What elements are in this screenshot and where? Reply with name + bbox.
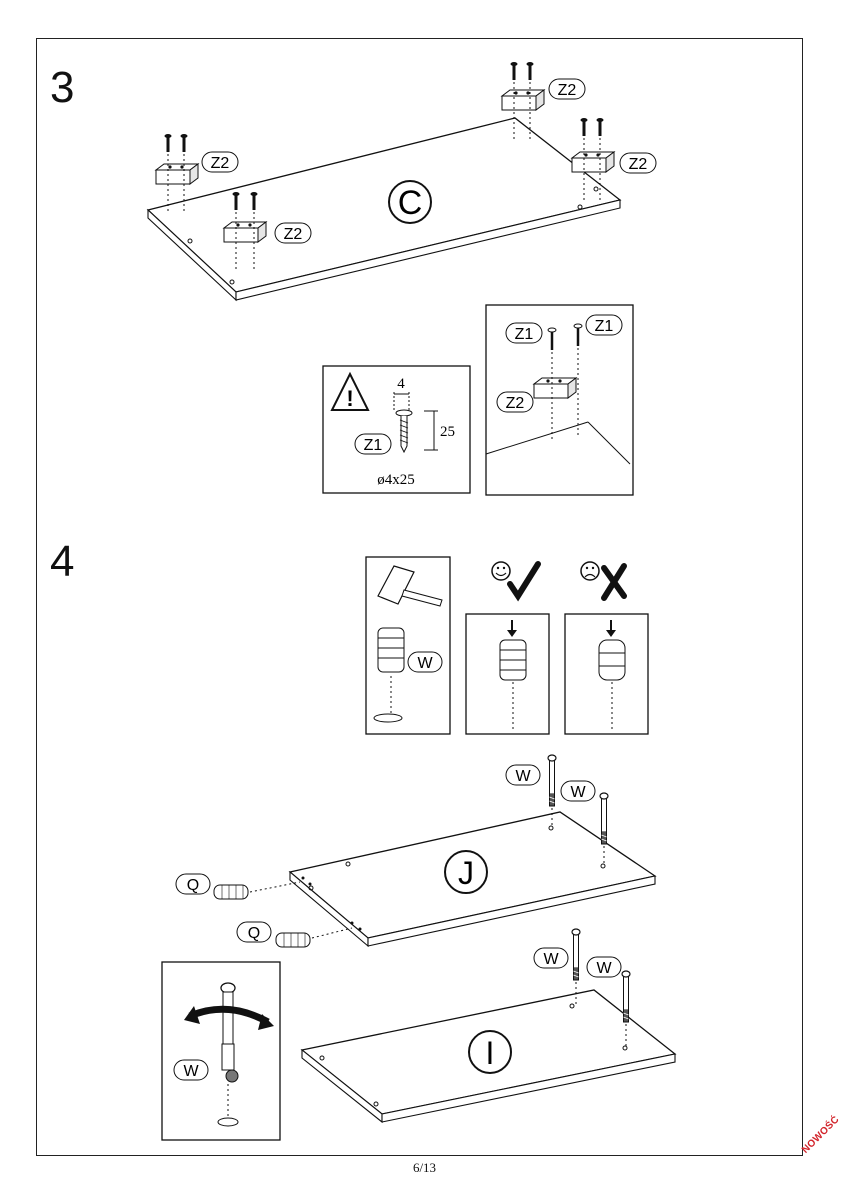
screw-spec-box: ! 4 25 Z1 ø4x25 [322, 365, 471, 494]
frown-cross-icon [580, 561, 627, 601]
svg-text:!: ! [346, 386, 353, 411]
screw-spec: ø4x25 [377, 472, 415, 488]
dowels: Q Q [175, 873, 353, 948]
panel-i-letter: I [486, 1035, 495, 1071]
cam-screws [547, 754, 631, 1046]
svg-text:W: W [183, 1063, 199, 1080]
page-number: 6/13 [412, 1160, 437, 1175]
svg-text:Z2: Z2 [211, 155, 230, 172]
panel-c-letter: C [398, 184, 423, 222]
bracket-group [155, 60, 615, 272]
hammer-icon [377, 565, 415, 605]
svg-text:W: W [596, 960, 612, 977]
panel-j-letter: J [458, 855, 474, 891]
panel-i: I [300, 989, 677, 1124]
svg-text:Z1: Z1 [515, 326, 534, 343]
page-frame [36, 38, 803, 1156]
bracket-detail-box: Z1 Z1 Z2 [485, 304, 634, 496]
panel-j: J [288, 811, 657, 948]
dowel-label: Q [187, 877, 199, 894]
svg-text:W: W [417, 655, 433, 672]
callout-z2: Z2 Z2 Z2 Z2 [201, 78, 657, 244]
svg-text:W: W [570, 784, 586, 801]
callout-w: W W W W [505, 764, 622, 978]
panel-c: C [146, 117, 622, 302]
svg-text:Z1: Z1 [595, 318, 614, 335]
screw-label: Z1 [364, 437, 383, 454]
rotate-arrow-icon [188, 1005, 270, 1026]
dimension-head: 4 [397, 376, 405, 392]
warning-icon [330, 371, 370, 411]
dimension-length: 25 [440, 424, 455, 440]
cam-rotation-box: W [161, 961, 281, 1141]
svg-text:W: W [515, 768, 531, 785]
svg-text:Z2: Z2 [284, 226, 303, 243]
smile-check-icon [491, 561, 541, 602]
correct-box [465, 561, 550, 735]
svg-text:Q: Q [248, 925, 260, 942]
hammer-box: W [365, 556, 451, 735]
step-number-3: 3 [50, 63, 75, 112]
step-number-4: 4 [50, 537, 75, 586]
svg-text:Z2: Z2 [506, 395, 525, 412]
svg-text:Z2: Z2 [558, 82, 577, 99]
svg-text:W: W [543, 951, 559, 968]
incorrect-box [564, 561, 649, 735]
svg-text:Z2: Z2 [629, 156, 648, 173]
